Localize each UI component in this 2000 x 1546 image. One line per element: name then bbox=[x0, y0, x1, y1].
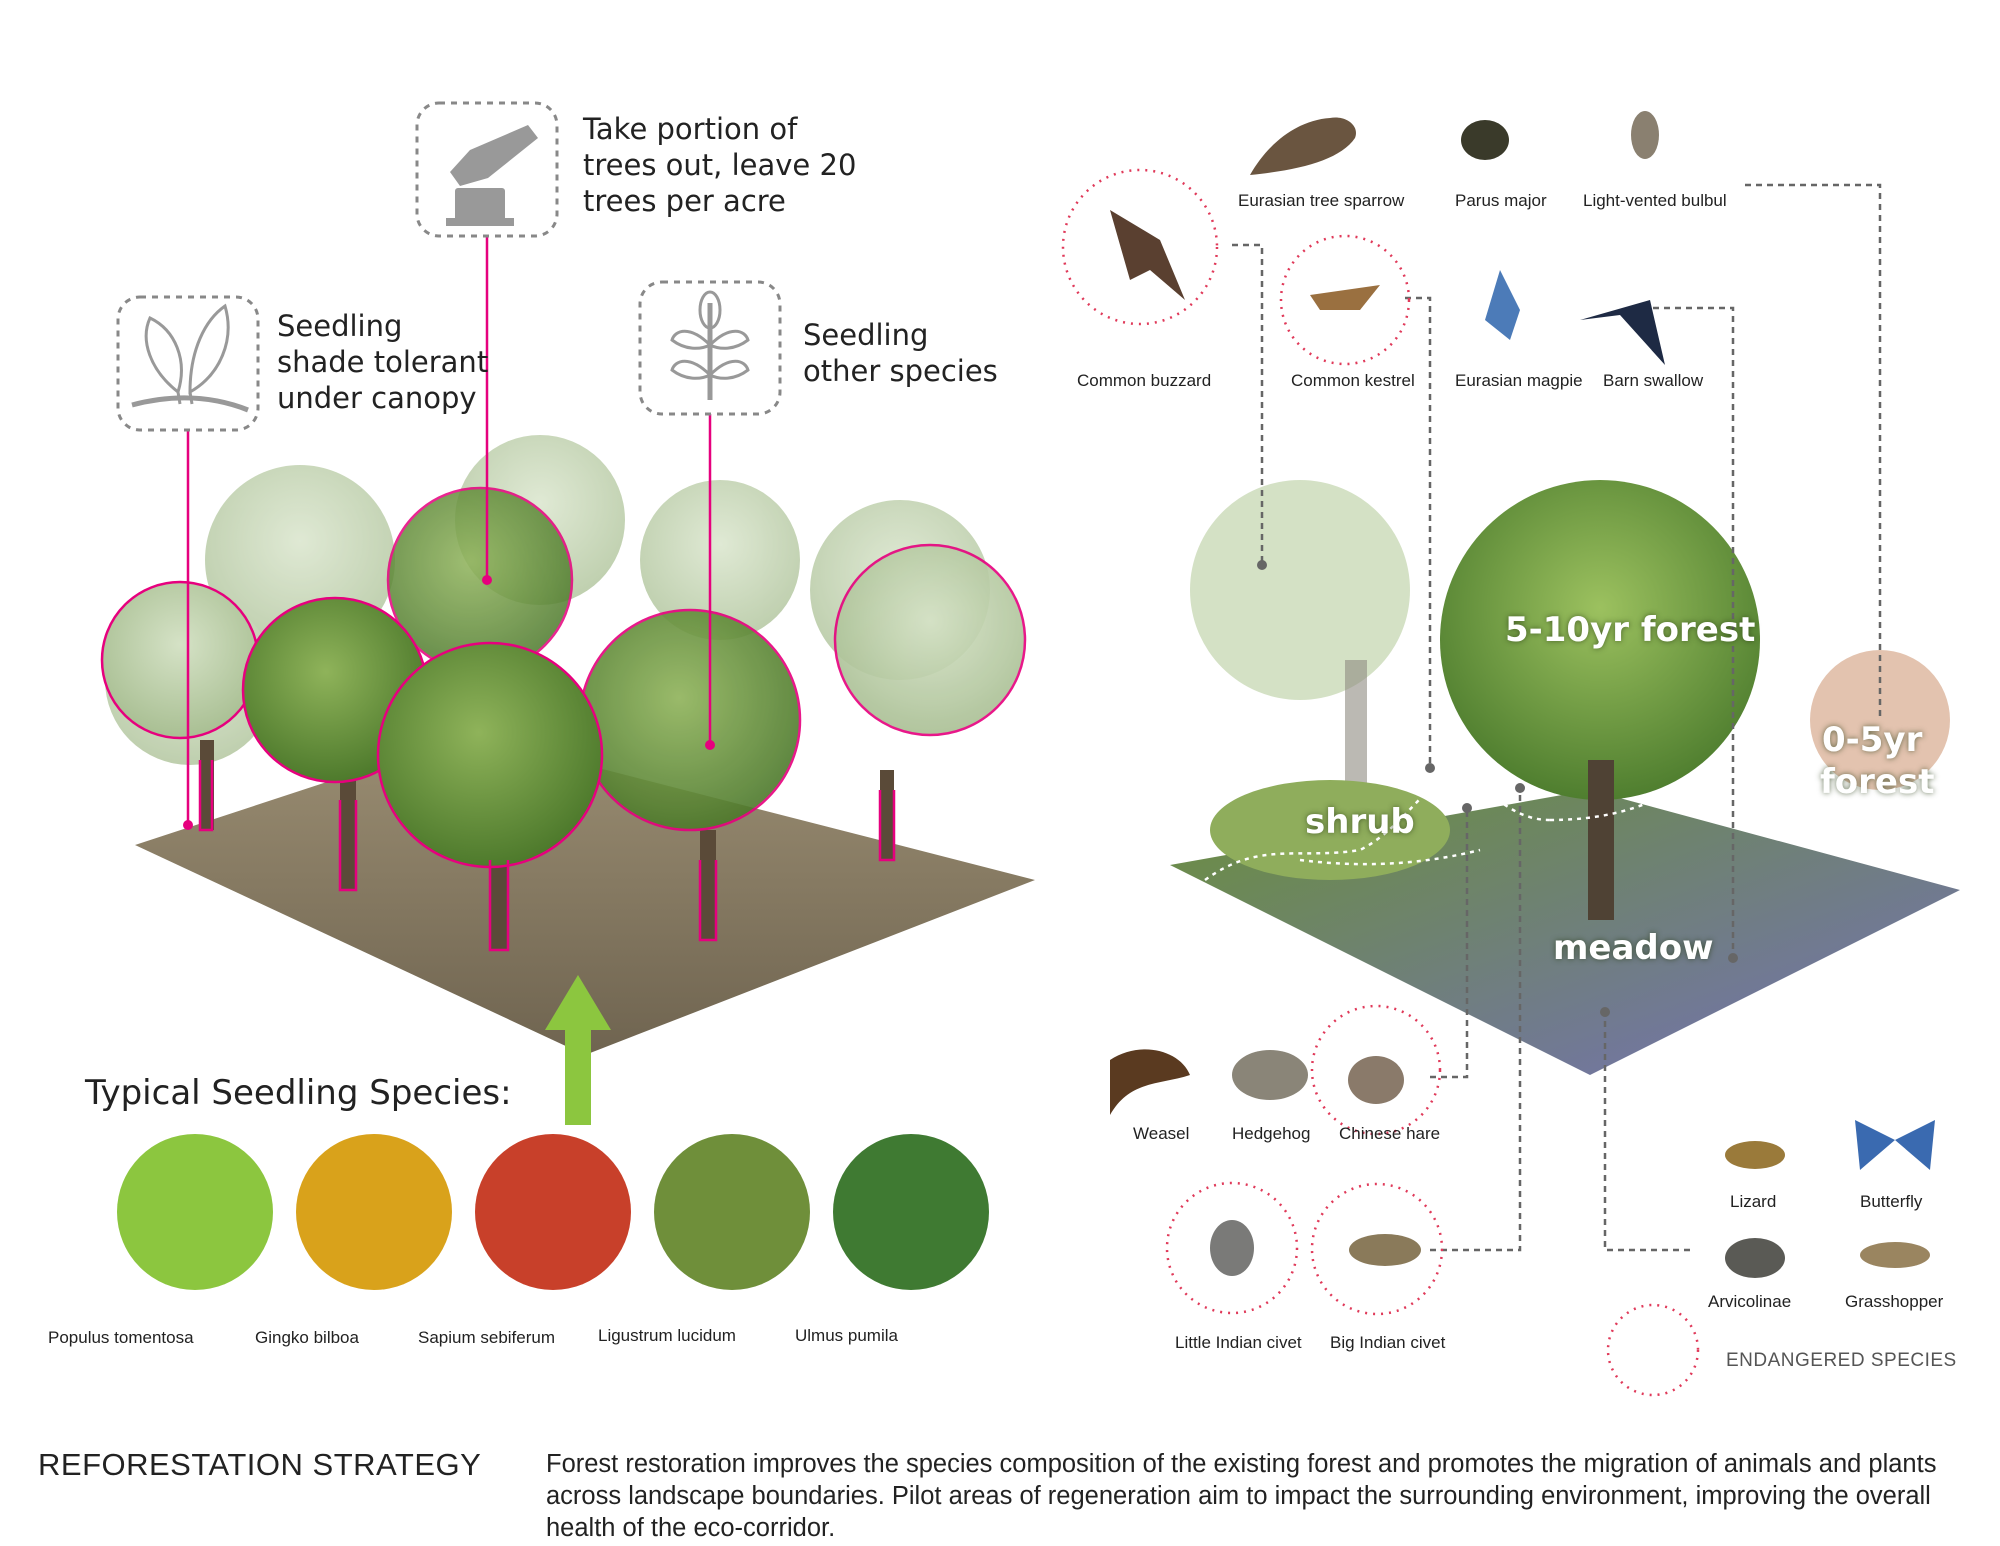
callout-thinning: Take portion of trees out, leave 20 tree… bbox=[583, 112, 857, 218]
zone-boundaries bbox=[1204, 773, 1791, 882]
species-photo-gingko bbox=[296, 1134, 452, 1290]
animal-label-big-civet: Big Indian civet bbox=[1330, 1333, 1446, 1352]
zone-label-0-5yr: 0-5yr bbox=[1822, 720, 1923, 760]
species-label-gingko: Gingko bilboa bbox=[255, 1328, 359, 1347]
upward-arrow bbox=[545, 975, 611, 1125]
animal-label-hare: Chinese hare bbox=[1339, 1124, 1441, 1143]
legend-endangered-label: ENDANGERED SPECIES bbox=[1726, 1350, 1957, 1371]
little-civet-icon bbox=[1210, 1220, 1254, 1276]
species-photo-ulmus bbox=[833, 1134, 989, 1290]
callout-icon-boxes bbox=[116, 101, 782, 432]
weasel-icon bbox=[1110, 1049, 1190, 1115]
bird-label-buzzard: Common buzzard bbox=[1077, 371, 1212, 390]
arvicolinae-icon bbox=[1725, 1238, 1785, 1278]
lizard-icon bbox=[1725, 1141, 1785, 1169]
parus-major-icon bbox=[1461, 120, 1509, 160]
zone-label-forest: forest bbox=[1820, 762, 1935, 802]
bird-label-sparrow: Eurasian tree sparrow bbox=[1238, 191, 1405, 210]
species-label-ligustrum: Ligustrum lucidum bbox=[598, 1326, 736, 1345]
swallow-icon bbox=[1580, 300, 1665, 365]
callout-shade-tolerant: Seedling shade tolerant under canopy bbox=[277, 309, 489, 415]
animal-label-arvicolinae: Arvicolinae bbox=[1708, 1292, 1792, 1311]
hare-icon bbox=[1348, 1056, 1404, 1104]
species-photo-sapium bbox=[475, 1134, 631, 1290]
endangered-markers bbox=[1061, 168, 1700, 1397]
zone-label-meadow: meadow bbox=[1553, 928, 1714, 968]
callout-other-species: Seedling other species bbox=[803, 318, 998, 388]
callout-anchor-dots bbox=[183, 575, 715, 830]
butterfly-icon bbox=[1855, 1120, 1935, 1170]
grasshopper-icon bbox=[1860, 1242, 1930, 1268]
animal-label-grasshopper: Grasshopper bbox=[1845, 1292, 1944, 1311]
species-label-populus: Populus tomentosa bbox=[48, 1328, 194, 1347]
bird-label-bulbul: Light-vented bulbul bbox=[1583, 191, 1727, 210]
axe-stump-icon bbox=[446, 125, 538, 226]
connector-lines bbox=[1232, 183, 1882, 1252]
animal-label-lizard: Lizard bbox=[1730, 1192, 1777, 1211]
animal-label-little-civet: Little Indian civet bbox=[1175, 1333, 1302, 1352]
branch-sprout-icon bbox=[670, 290, 750, 400]
hedgehog-icon bbox=[1232, 1050, 1308, 1100]
species-label-ulmus: Ulmus pumila bbox=[795, 1326, 898, 1345]
pale-background-tree bbox=[1190, 480, 1410, 700]
species-heading: Typical Seedling Species: bbox=[85, 1073, 512, 1113]
connector-anchor-dots bbox=[1257, 560, 1738, 1017]
animal-illustrations bbox=[1110, 1049, 1935, 1278]
bird-label-parus: Parus major bbox=[1455, 191, 1547, 210]
big-forest-tree bbox=[1440, 480, 1760, 800]
kestrel-icon bbox=[1310, 285, 1380, 310]
pale-tree-trunk bbox=[1345, 660, 1367, 790]
strategy-description: Forest restoration improves the species … bbox=[546, 1450, 1937, 1542]
bird-label-magpie: Eurasian magpie bbox=[1455, 371, 1583, 390]
animal-label-weasel: Weasel bbox=[1133, 1124, 1190, 1143]
zone-label-5-10yr-forest: 5-10yr forest bbox=[1505, 610, 1756, 650]
big-civet-icon bbox=[1349, 1234, 1421, 1266]
bird-label-kestrel: Common kestrel bbox=[1291, 371, 1415, 390]
zone-label-shrub: shrub bbox=[1305, 802, 1415, 842]
bulbul-icon bbox=[1631, 111, 1659, 159]
bird-illustrations bbox=[1110, 111, 1665, 365]
highlighted-tree-outlines bbox=[100, 486, 1027, 952]
bird-label-swallow: Barn swallow bbox=[1603, 371, 1704, 390]
forest-ground-plane bbox=[135, 735, 1035, 1055]
young-forest-tree bbox=[1810, 650, 1950, 790]
magpie-icon bbox=[1485, 270, 1520, 340]
seedling-leaves-icon bbox=[131, 303, 249, 413]
strategy-title: REFORESTATION STRATEGY bbox=[38, 1447, 482, 1482]
species-photo-populus bbox=[117, 1134, 273, 1290]
sparrow-icon bbox=[1250, 117, 1356, 175]
animal-label-hedgehog: Hedgehog bbox=[1232, 1124, 1311, 1143]
species-photo-ligustrum bbox=[654, 1134, 810, 1290]
shrub-mass bbox=[1210, 780, 1450, 880]
animal-label-butterfly: Butterfly bbox=[1860, 1192, 1923, 1211]
callout-leader-lines bbox=[186, 236, 712, 825]
buzzard-icon bbox=[1110, 210, 1185, 300]
species-circles bbox=[117, 1134, 989, 1290]
big-tree-trunk bbox=[1588, 760, 1614, 920]
species-label-sapium: Sapium sebiferum bbox=[418, 1328, 556, 1347]
